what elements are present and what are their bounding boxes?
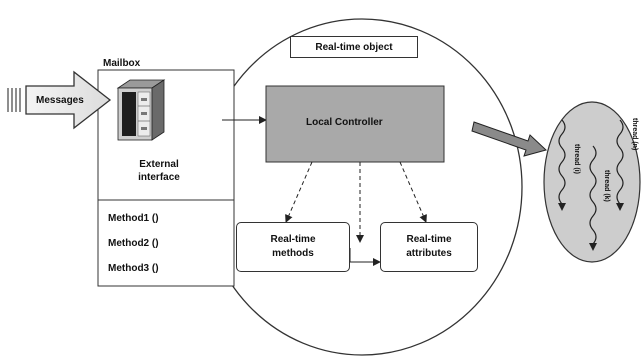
messages-arrow (25, 70, 112, 130)
controller-to-attributes-arrow (399, 161, 427, 223)
thread-label: thread (n) (631, 118, 638, 151)
realtime-object-title: Real-time object (290, 36, 418, 58)
realtime-methods-box: Real-time methods (236, 222, 350, 272)
method-item: Method3 () (108, 263, 159, 274)
local-controller-box (265, 85, 445, 163)
method-item: Method1 () (108, 213, 159, 224)
filing-cabinet-icon (116, 79, 166, 141)
thread-arrowheads (558, 203, 624, 251)
method-item: Method2 () (108, 238, 159, 249)
methods-to-attributes-arrow (349, 248, 381, 266)
realtime-attributes-box: Real-time attributes (380, 222, 478, 272)
external-interface-label: External interface (138, 159, 180, 183)
thread-pool-ellipse (543, 101, 641, 263)
mailbox-title: Mailbox (103, 58, 141, 69)
to-threads-arrow (471, 121, 547, 157)
local-controller-label: Local Controller (306, 117, 383, 128)
incoming-stream-lines (7, 88, 21, 112)
thread-label: thread (k) (603, 170, 610, 202)
thread-waves (558, 119, 624, 245)
thread-label: thread (i) (573, 144, 580, 174)
realtime-object-circle (201, 18, 523, 356)
messages-label: Messages (36, 95, 84, 106)
controller-to-methods-arrow (285, 161, 313, 223)
